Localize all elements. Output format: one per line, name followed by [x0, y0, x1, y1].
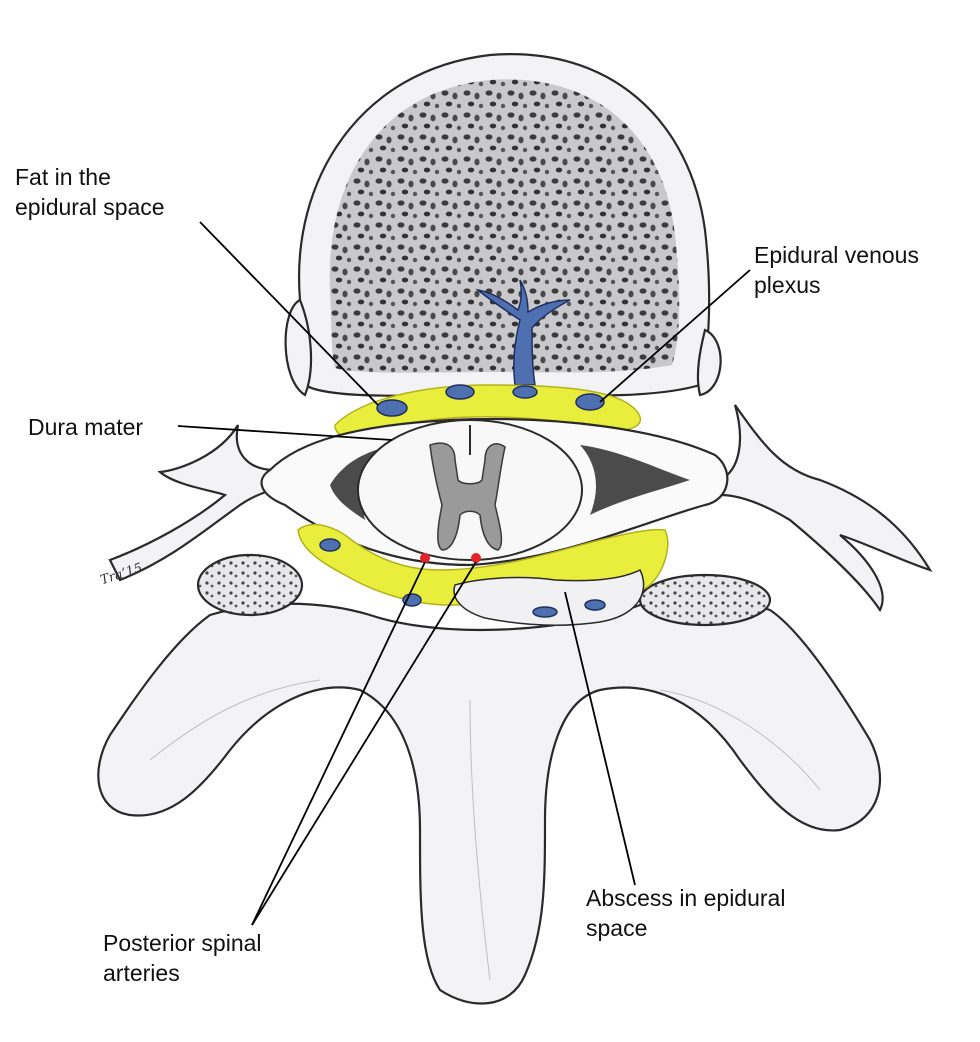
left-nerve-root [108, 424, 277, 582]
leader-posterior-artery-1 [251, 561, 426, 926]
trabecular-bone [329, 79, 680, 373]
leader-fat-epidural [199, 221, 379, 406]
epidural-vein [445, 384, 475, 400]
epidural-vein [512, 385, 538, 399]
posterior-spinal-artery [420, 553, 430, 563]
epidural-vein [376, 399, 408, 417]
leader-dura-mater [177, 425, 393, 441]
label-abscess: Abscess in epidural space [586, 883, 785, 943]
label-abscess-line1: Abscess in epidural [586, 885, 786, 911]
left-facet [196, 553, 304, 617]
epidural-vein [584, 599, 606, 611]
grey-matter [429, 442, 506, 551]
label-posterior-arteries-line1: Posterior spinal [103, 930, 262, 956]
label-venous-plexus-line1: Epidural venous [754, 242, 919, 268]
label-fat-epidural: Fat in the epidural space [15, 162, 165, 222]
label-fat-epidural-line2: epidural space [15, 194, 165, 220]
epidural-vein [575, 393, 605, 411]
label-posterior-arteries-line2: arteries [103, 960, 180, 986]
basivertebral-vein [475, 279, 571, 386]
epidural-vein [319, 538, 341, 552]
label-abscess-line2: space [586, 915, 648, 941]
label-posterior-arteries: Posterior spinal arteries [103, 928, 262, 988]
label-dura-mater-line1: Dura mater [28, 414, 144, 440]
label-venous-plexus-line2: plexus [754, 272, 821, 298]
leader-posterior-artery-2 [251, 561, 477, 926]
leader-venous-plexus [599, 269, 751, 403]
leader-abscess [564, 591, 636, 886]
label-dura-mater: Dura mater [28, 412, 143, 442]
label-venous-plexus: Epidural venous plexus [754, 240, 919, 300]
epidural-vein [532, 606, 558, 618]
label-fat-epidural-line1: Fat in the [15, 164, 111, 190]
posterior-spinal-artery [471, 553, 481, 563]
right-nerve-root [718, 404, 933, 613]
right-facet [638, 573, 772, 627]
